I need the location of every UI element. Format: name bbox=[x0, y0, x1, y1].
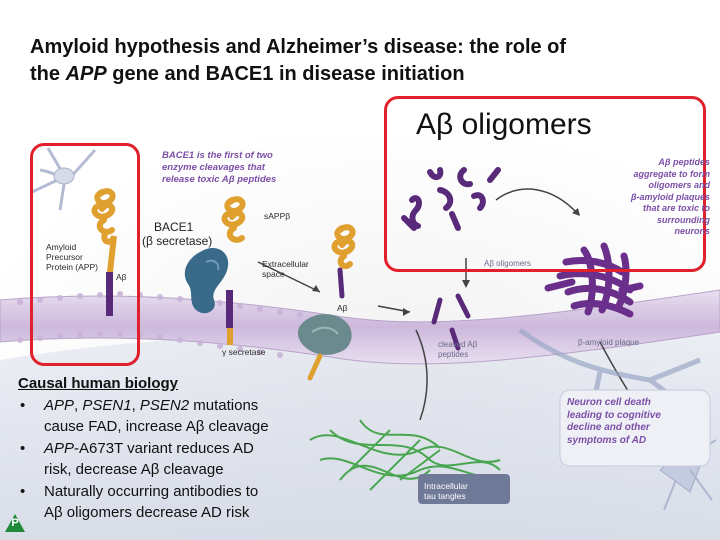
app-protein-1 bbox=[91, 188, 117, 275]
aggregate-note: Aβ peptides aggregate to form oligomers … bbox=[630, 157, 710, 236]
oligomers-label: Aβ oligomers bbox=[416, 108, 592, 141]
intracellular-space bbox=[0, 320, 720, 540]
tau-label-box bbox=[418, 474, 510, 504]
neuron-top-left bbox=[31, 147, 97, 211]
neuron-death-note: Neuron cell death leading to cognitive d… bbox=[567, 397, 661, 446]
app-protein-2 bbox=[221, 196, 246, 243]
sappb-label: sAPPβ bbox=[264, 211, 291, 221]
free-abeta-fragments bbox=[307, 267, 471, 381]
title-line-1: Amyloid hypothesis and Alzheimer’s disea… bbox=[30, 36, 567, 58]
bace1-label: BACE1 (β secretase) bbox=[142, 220, 213, 248]
tau-tangles-label: Intracellular tau tangles bbox=[424, 481, 468, 501]
abeta-oligomers-small-label: Aβ oligomers bbox=[484, 259, 531, 268]
causal-list: • APP, PSEN1, PSEN2 mutations cause FAD,… bbox=[18, 395, 318, 524]
app-abeta-segment-2 bbox=[226, 290, 233, 328]
slide-title: Amyloid hypothesis and Alzheimer’s disea… bbox=[30, 34, 700, 88]
causal-item-1: • APP, PSEN1, PSEN2 mutations cause FAD,… bbox=[20, 396, 269, 436]
logo-badge bbox=[5, 514, 25, 532]
app-protein-3 bbox=[331, 224, 356, 270]
gamma-secretase-label: γ secretase bbox=[222, 347, 266, 357]
app-abeta-segment-1 bbox=[106, 272, 113, 316]
app-label: Amyloid Precursor Protein (APP) bbox=[46, 242, 98, 272]
bace1-note: BACE1 is the first of two enzyme cleavag… bbox=[162, 150, 277, 185]
causal-biology-section: Causal human biology • APP, PSEN1, PSEN2… bbox=[18, 373, 318, 524]
abeta-label-small: Aβ bbox=[116, 272, 127, 282]
plaque-label: β-amyloid plaque bbox=[578, 338, 640, 347]
logo-badge-letter: P bbox=[11, 517, 19, 529]
causal-item-3: • Naturally occurring antibodies to Aβ o… bbox=[20, 482, 259, 522]
cleaved-abeta-label: cleaved Aβ peptides bbox=[438, 340, 478, 359]
title-line-2: the APP gene and BACE1 in disease initia… bbox=[30, 63, 465, 85]
title-gene-app: APP bbox=[65, 63, 107, 85]
gamma-secretase-complex bbox=[297, 314, 352, 355]
arrow-heads bbox=[312, 208, 580, 316]
oligomers-highlight-box bbox=[384, 96, 706, 272]
bace1-enzyme bbox=[184, 247, 229, 314]
abeta-oligomer-cluster bbox=[401, 167, 501, 231]
app-highlight-box bbox=[30, 143, 140, 366]
abeta-label-mid: Aβ bbox=[337, 303, 348, 313]
causal-heading: Causal human biology bbox=[18, 375, 179, 392]
neuron-death-box bbox=[559, 389, 711, 467]
causal-item-2: • APP-A673T variant reduces AD risk, dec… bbox=[20, 439, 254, 479]
extracellular-label: Extracellular space bbox=[262, 259, 309, 279]
beta-amyloid-plaque bbox=[544, 242, 644, 318]
